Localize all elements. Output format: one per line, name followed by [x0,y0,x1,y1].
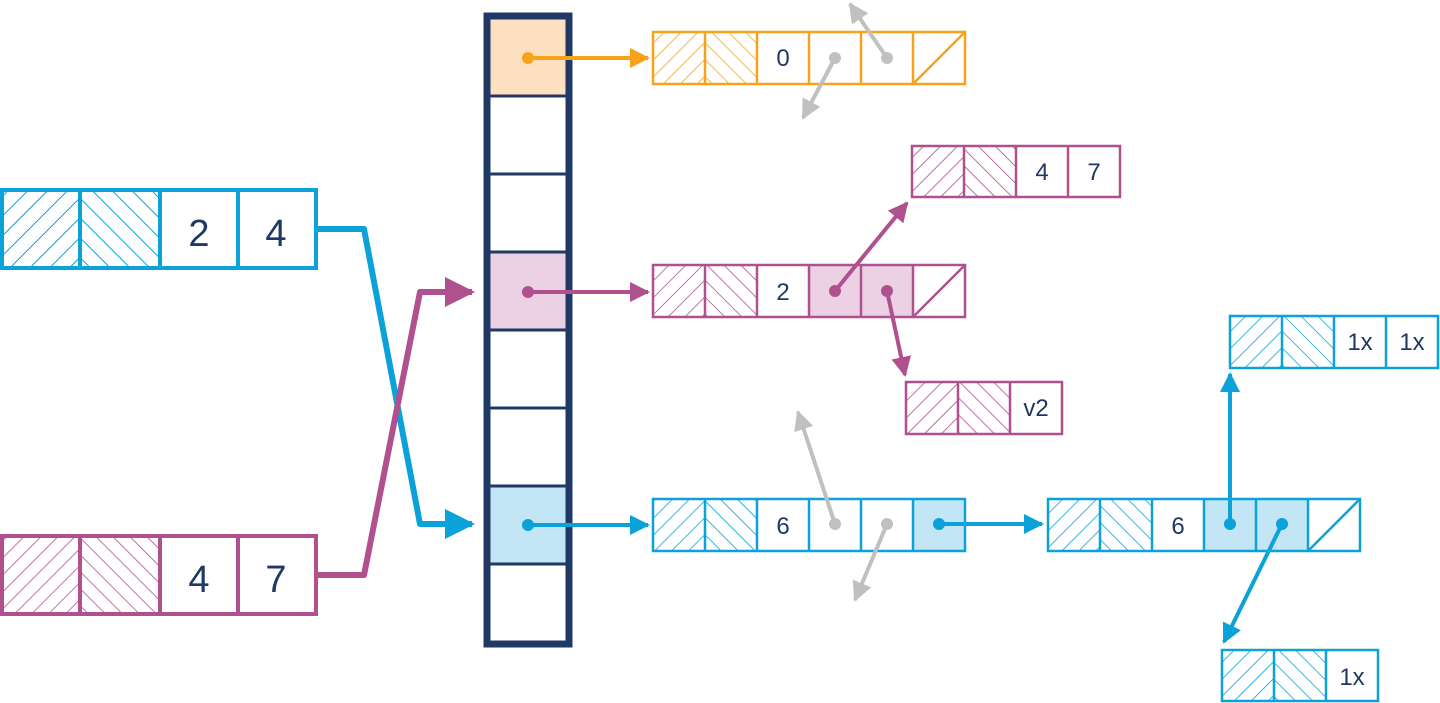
blue-node-value: 6 [776,513,789,540]
magenta-left-pointer [833,201,909,293]
blue-key-value-a: 2 [188,213,209,255]
magenta-upper-value-a: 4 [1035,159,1048,186]
magenta-upper-node: 4 7 [910,144,1122,199]
blue-bottom-node: 1x [1220,648,1380,703]
bucket-array [483,12,573,648]
magenta-node-value: 2 [776,279,789,306]
blue-key-value-b: 4 [265,213,286,255]
magenta-upper-value-b: 7 [1087,159,1100,186]
magenta-key-value-a: 4 [188,559,209,601]
magenta-lower-node: v2 [904,380,1064,436]
magenta-key-value-b: 7 [265,559,286,601]
blue-key-box: 2 4 [0,188,318,270]
blue-node-2-down-pointer [1222,523,1284,644]
blue-hash-arrow [316,226,475,539]
magenta-key-box: 4 7 [0,534,318,616]
blue-right-pointer [852,523,889,602]
magenta-right-pointer [885,290,912,377]
blue-left-pointer [794,410,837,525]
magenta-hash-arrow [316,277,475,578]
blue-top-value-a: 1x [1347,329,1372,356]
magenta-node: 2 [651,263,967,319]
blue-bottom-value: 1x [1339,664,1364,691]
orange-node-value: 0 [776,45,789,72]
blue-top-value-b: 1x [1399,329,1424,356]
orange-node: 0 [651,30,967,86]
blue-node-2: 6 [1046,497,1362,553]
blue-node-2-value: 6 [1171,513,1184,540]
orange-right-pointer [848,2,889,60]
magenta-lower-value: v2 [1023,395,1048,422]
blue-top-node: 1x 1x [1228,314,1440,370]
blue-node: 6 [651,497,967,553]
orange-left-pointer [801,57,837,120]
